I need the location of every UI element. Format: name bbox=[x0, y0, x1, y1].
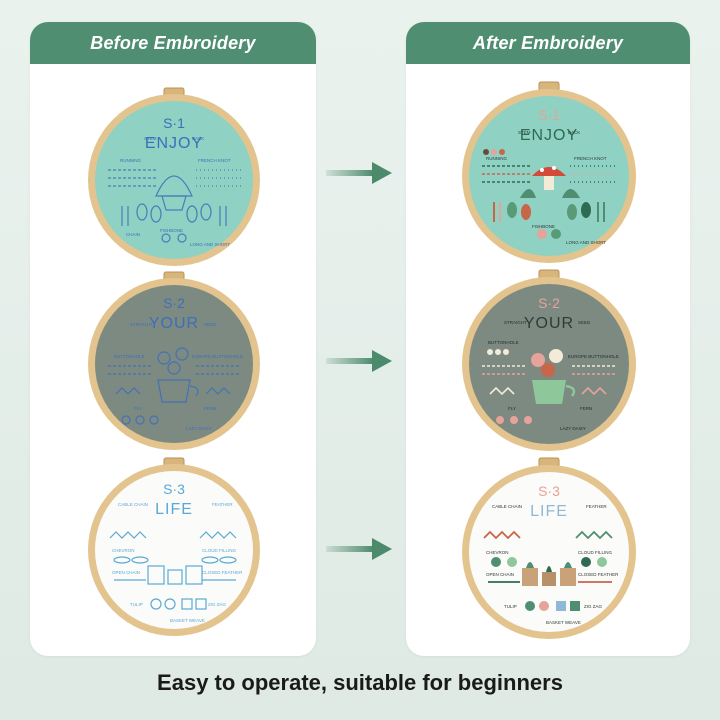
stitch-label: EUROPE BUTTONHOLE bbox=[568, 354, 619, 359]
hoop-word: ENJOY bbox=[145, 135, 203, 152]
stitch-label: LAZY DAISY bbox=[186, 426, 212, 431]
after-header: After Embroidery bbox=[406, 22, 690, 64]
stitch-label: BACK bbox=[568, 130, 580, 135]
stitch-label: CHEVRON bbox=[486, 550, 509, 555]
before-header: Before Embroidery bbox=[30, 22, 316, 64]
stitch-label: SEED bbox=[578, 320, 591, 325]
hoop-word: ENJOY bbox=[520, 127, 578, 144]
stitch-label: FISHBONE bbox=[532, 224, 555, 229]
stitch-label: RUNNING bbox=[486, 156, 507, 161]
stitch-label: LAZY DAISY bbox=[560, 426, 586, 431]
hoop-word: LIFE bbox=[530, 503, 568, 520]
hoop-code: S·2 bbox=[163, 295, 185, 311]
stitch-label: ZIG ZAG bbox=[584, 604, 602, 609]
stitch-label: TULIP bbox=[504, 604, 517, 609]
stitch-label: FRENCH KNOT bbox=[198, 158, 231, 163]
stitch-label: STEM bbox=[518, 130, 531, 135]
arrow-right-icon bbox=[326, 350, 392, 372]
stitch-label: STRAIGHT bbox=[130, 322, 153, 327]
stitch-label: OPEN CHAIN bbox=[486, 572, 514, 577]
hoop-fabric bbox=[95, 101, 253, 259]
hoop-s2-after: S·2 YOUR STRAIGHT SEED BUTTONHOLE EUROPE… bbox=[462, 269, 636, 451]
hoop-fabric bbox=[95, 285, 253, 443]
stitch-label: FLY bbox=[508, 406, 516, 411]
hoop-word: YOUR bbox=[149, 315, 199, 332]
stitch-label: SEED bbox=[204, 322, 217, 327]
embroidery-pattern bbox=[482, 349, 616, 424]
hoop-word: YOUR bbox=[524, 315, 574, 332]
hoop-fabric bbox=[469, 472, 629, 632]
stitch-label: FERN bbox=[580, 406, 592, 411]
hoop-fabric bbox=[95, 471, 253, 629]
hoop-code: S·1 bbox=[538, 107, 560, 123]
stitch-label: CLOSED FEATHER bbox=[578, 572, 619, 577]
stitch-label: CLOUD FILLING bbox=[578, 550, 613, 555]
stitch-label: TULIP bbox=[130, 602, 143, 607]
stitch-label: BUTTONHOLE bbox=[488, 340, 519, 345]
stitch-label: FEATHER bbox=[212, 502, 233, 507]
hoop-code: S·2 bbox=[538, 295, 560, 311]
stitch-label: RUNNING bbox=[120, 158, 141, 163]
stitch-label: FLY bbox=[134, 406, 142, 411]
stitch-label: CABLE CHAIN bbox=[118, 502, 148, 507]
arrow-right-icon bbox=[326, 538, 392, 560]
stitch-label: FERN bbox=[204, 406, 216, 411]
stitch-label: CLOSED FEATHER bbox=[202, 570, 243, 575]
embroidery-pattern bbox=[482, 149, 618, 239]
stitch-label: EUROPE BUTTONHOLE bbox=[192, 354, 243, 359]
stitch-label: BACK bbox=[192, 136, 204, 141]
stitch-label: BASKET WEAVE bbox=[170, 618, 205, 623]
hoop-code: S·3 bbox=[538, 483, 560, 499]
stitch-label: CHAIN bbox=[126, 232, 140, 237]
arrow-right-icon bbox=[326, 162, 392, 184]
stitch-label: LONG AND SHORT bbox=[190, 242, 230, 247]
stitch-label: STEM bbox=[144, 136, 157, 141]
stitch-label: ZIG ZAG bbox=[208, 602, 226, 607]
stitch-label: CABLE CHAIN bbox=[492, 504, 522, 509]
hoop-word: LIFE bbox=[155, 501, 193, 518]
hoop-s1-before: S·1 ENJOY RUNNING FRENCH KNOT STEM BACK … bbox=[88, 87, 260, 266]
hoop-code: S·3 bbox=[163, 481, 185, 497]
hoop-s1-after: S·1 ENJOY STEM BACK RUNNING FRENCH KNOT … bbox=[462, 81, 636, 263]
hoop-code: S·1 bbox=[163, 115, 185, 131]
embroidery-pattern bbox=[483, 530, 613, 611]
printed-pattern bbox=[109, 531, 237, 610]
stitch-label: FISHBONE bbox=[160, 228, 183, 233]
hoop-s2-before: S·2 YOUR STRAIGHT SEED BUTTONHOLE EUROPE… bbox=[88, 271, 260, 450]
printed-pattern bbox=[108, 347, 240, 425]
stitch-label: FEATHER bbox=[586, 504, 607, 509]
stitch-label: STRAIGHT bbox=[504, 320, 527, 325]
stitch-label: CLOUD FILLING bbox=[202, 548, 237, 553]
tagline: Easy to operate, suitable for beginners bbox=[157, 670, 563, 695]
stitch-label: BASKET WEAVE bbox=[546, 620, 581, 625]
stitch-label: BUTTONHOLE bbox=[114, 354, 145, 359]
hoop-s3-after: S·3 LIFE CABLE CHAIN FEATHER CHEVRON CLO… bbox=[462, 457, 636, 639]
hoop-s3-before: S·3 LIFE CABLE CHAIN FEATHER CHEVRON CLO… bbox=[88, 457, 260, 636]
stitch-label: OPEN CHAIN bbox=[112, 570, 140, 575]
stitch-label: LONG AND SHORT bbox=[566, 240, 606, 245]
printed-pattern bbox=[108, 169, 242, 243]
stitch-label: CHEVRON bbox=[112, 548, 135, 553]
stitch-label: FRENCH KNOT bbox=[574, 156, 607, 161]
